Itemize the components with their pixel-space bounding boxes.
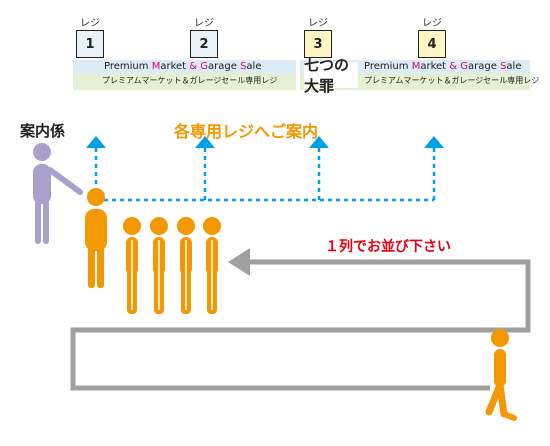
walking-person-icon [485,329,517,421]
register-2-number: 2 [190,30,218,58]
title-part: G [460,61,469,72]
banner-right-subtitle: プレミアムマーケット＆ガレージセール専用レジ [364,76,540,85]
queue-path [70,259,531,391]
title-part: M [151,61,161,72]
title-part: G [200,61,209,72]
title-part: & [189,61,198,72]
title-part: S [500,61,507,72]
title-part: arage [208,61,241,72]
title-part: Premium [364,61,412,72]
title-part: Premium [104,61,152,72]
banner-premium-left [73,60,296,90]
title-part: M [411,61,421,72]
register-3-label: レジ [308,18,328,29]
title-part: S [240,61,247,72]
title-part: arket [420,61,450,72]
left-arrow-icon [228,248,250,276]
register-4-number: 4 [418,30,446,58]
banner-left-subtitle: プレミアムマーケット＆ガレージセール専用レジ [102,76,278,85]
banner-right-title: Premium Market & Garage Sale [364,61,521,72]
register-3-number: 3 [304,30,332,58]
register-1-label: レジ [80,18,100,29]
single-line-label: １列でお並び下さい [325,239,451,255]
title-part: ale [506,61,522,72]
staff-person-icon [33,143,83,244]
title-part: & [449,61,458,72]
title-part: arage [468,61,501,72]
guide-label: 各専用レジへご案内 [174,122,319,141]
up-arrow-icon [309,136,329,148]
register-2-label: レジ [194,18,214,29]
banner-left-title: Premium Market & Garage Sale [104,61,261,72]
up-arrow-icon [195,136,215,148]
front-person-icon [85,188,107,288]
register-4-label: レジ [422,18,442,29]
register-1-number: 1 [76,30,104,58]
up-arrow-icon [424,136,444,148]
title-part: ale [246,61,262,72]
guide-lines [94,148,436,202]
title-part: arket [160,61,190,72]
up-arrow-icon [86,136,106,148]
staff-label: 案内係 [20,122,66,140]
